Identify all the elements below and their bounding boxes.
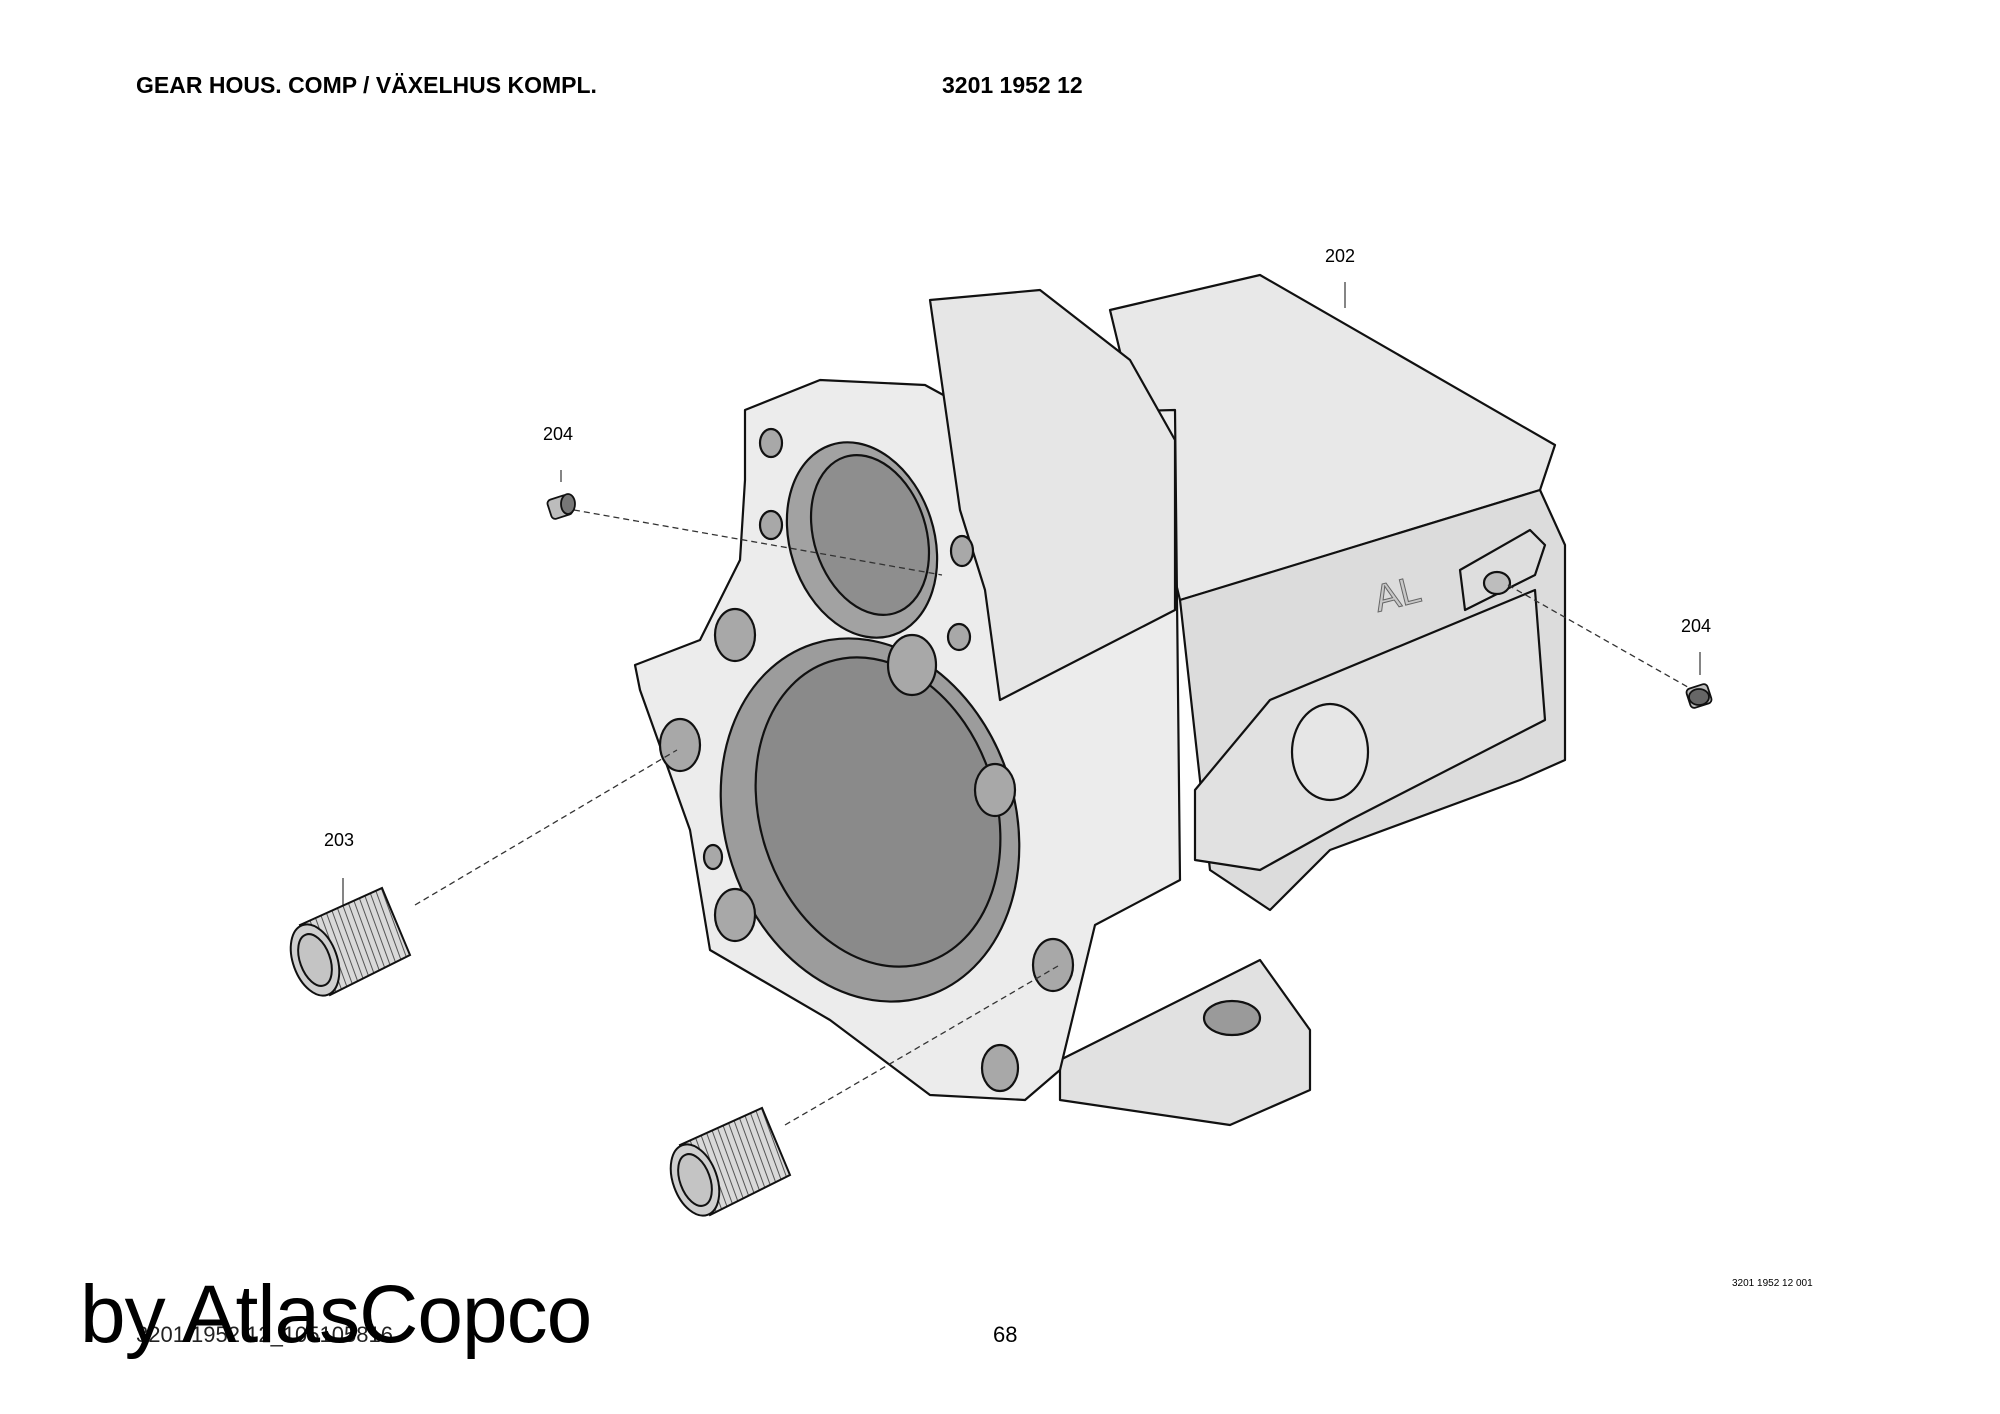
nipple-203-lower (669, 1106, 792, 1217)
housing-side-recess (1193, 588, 1547, 872)
page-title: GEAR HOUS. COMP / VÄXELHUS KOMPL. (136, 72, 597, 98)
nipple-203-upper (289, 886, 412, 997)
footer-code: 3201 1952 12_105105816 (136, 1322, 393, 1347)
housing-foot (1058, 958, 1312, 1127)
foot-hole (1202, 999, 1262, 1037)
page-number: 68 (993, 1322, 1018, 1347)
housing-top-tower (928, 288, 1177, 702)
side-boss (1290, 702, 1370, 802)
callout-204-left: 204 (543, 424, 573, 444)
callout-204-right: 204 (1681, 616, 1711, 636)
drawing-reference: 3201 1952 12 001 (1732, 1278, 1813, 1289)
housing-slot (1458, 528, 1547, 612)
part-number: 3201 1952 12 (942, 72, 1083, 98)
plug-204-right (1685, 683, 1713, 709)
callout-203: 203 (324, 830, 354, 850)
callout-202: 202 (1325, 246, 1355, 266)
watermark: by AtlasCopco (80, 1269, 592, 1360)
gear-housing (633, 273, 1567, 1127)
plug-204-left (546, 493, 576, 520)
